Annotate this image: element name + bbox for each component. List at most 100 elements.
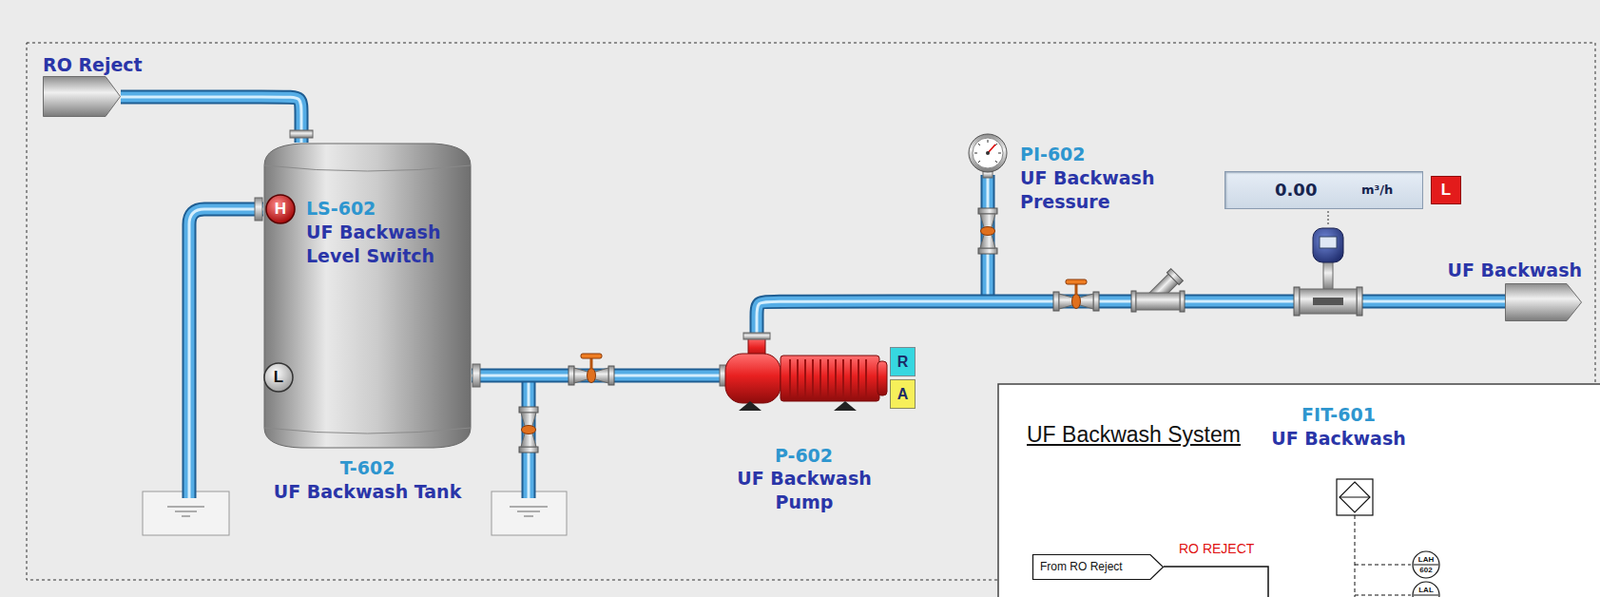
pipe-body — [120, 96, 302, 143]
status-letter: H — [265, 193, 296, 225]
pipe-body — [189, 209, 264, 499]
meter-neck — [1323, 261, 1333, 290]
gauge-valve — [978, 208, 998, 254]
transmitter-display — [1319, 236, 1337, 249]
pump-casing — [725, 353, 781, 404]
instrument-name: UF Backwash — [1267, 426, 1410, 451]
discharge-flange — [743, 332, 771, 340]
instrument-tag: LAL — [1411, 585, 1441, 595]
instrument-tag: FIT-601 — [1267, 403, 1410, 426]
motor-ribs — [790, 359, 867, 398]
off-page-connector: From RO Reject — [1032, 554, 1164, 580]
transmitter-head — [1312, 228, 1344, 263]
inset-panel — [998, 384, 1600, 597]
pipe-end-arrow: UF Backwash — [1504, 283, 1582, 322]
symbol-box — [1336, 479, 1373, 516]
hand-valve — [568, 353, 615, 386]
node-shape — [42, 76, 121, 117]
level-switch-low: L — [263, 362, 294, 393]
storage-tank: T-602UF Backwash TankHL — [263, 142, 472, 449]
bubble-outline — [1412, 551, 1440, 579]
instrument-tag: PI-602 — [1020, 142, 1086, 166]
node-shape — [263, 142, 472, 449]
centrifugal-pump: P-602UF Backwash Pump — [719, 332, 888, 411]
strainer-body — [1136, 292, 1180, 310]
equipment-tag: T-602 — [234, 456, 501, 480]
strainer-flange — [1131, 290, 1137, 312]
equipment-tag: P-602 — [706, 443, 902, 467]
nozzle-flange — [472, 364, 481, 387]
strainer-flange — [1179, 290, 1185, 312]
level-instrument-symbol — [1336, 479, 1373, 516]
pump-feet — [738, 401, 857, 411]
panel-title: UF Backwash System — [1026, 422, 1241, 448]
nozzle-flange — [254, 197, 263, 221]
meter-flange — [1356, 287, 1363, 316]
symbol-diamond — [1339, 481, 1370, 513]
symbol-bar — [1339, 497, 1370, 499]
pipe-end-shape — [1505, 284, 1582, 322]
switch-ball — [264, 363, 293, 392]
instrument-bubble: LAL — [1411, 580, 1441, 597]
water-symbol — [509, 506, 548, 517]
bubble-outline — [1412, 581, 1440, 597]
alarm-indicator: L — [1430, 175, 1462, 205]
water-symbol — [167, 506, 205, 517]
gauge-rim — [968, 134, 1007, 173]
status-letter: L — [263, 362, 294, 393]
level-switch-high: H — [265, 193, 296, 225]
pipe-outline — [120, 96, 302, 143]
pipe-highlight — [189, 209, 264, 499]
drain-valve — [519, 406, 539, 453]
hand-valve — [1053, 279, 1099, 311]
connector-text: From RO Reject — [1040, 554, 1123, 580]
overflow-pipe — [189, 209, 264, 499]
flow-display: 0.00 m³/h — [1224, 171, 1424, 210]
instrument-tag: LAH — [1411, 555, 1441, 564]
auto-indicator: A — [889, 379, 916, 409]
switch-ball — [266, 194, 295, 224]
signal-leader — [1328, 211, 1330, 227]
instrument-number: 602 — [1411, 565, 1441, 575]
tank-rim — [264, 165, 471, 172]
bubble-divider — [1413, 595, 1439, 597]
pressure-gauge — [968, 134, 1007, 178]
gauge-face — [972, 137, 1003, 169]
pump-motor — [780, 355, 880, 402]
flow-value: 0.00 — [1274, 179, 1317, 201]
flow-meter — [1293, 261, 1363, 316]
inset-panel: UF Backwash SystemFrom RO RejectLAH602LA… — [998, 384, 1600, 597]
bubble-divider — [1413, 564, 1439, 566]
flow-transmitter — [1312, 228, 1344, 263]
strainer-cap — [1166, 269, 1183, 286]
status-letter: A — [890, 380, 915, 408]
meter-flange — [1293, 287, 1300, 316]
status-letter: R — [890, 347, 915, 376]
process-pipe — [120, 96, 302, 143]
pipe-end-shape — [43, 77, 121, 117]
equipment-name: UF Backwash Pump — [728, 466, 881, 515]
tank-rim — [264, 427, 471, 434]
process-line — [1163, 566, 1269, 597]
equipment-name: UF Backwash Tank — [234, 480, 501, 504]
gauge-hub — [985, 151, 990, 155]
pipe-end-label: RO Reject — [42, 53, 143, 78]
meter-body — [1299, 289, 1357, 314]
gauge-ticks — [974, 139, 1002, 163]
node-shape — [719, 332, 888, 411]
status-letter: L — [1431, 176, 1461, 204]
pipe-end-arrow: RO Reject — [42, 76, 121, 117]
pipe-highlight — [120, 96, 302, 143]
unit-label: m³/h — [1361, 182, 1393, 198]
motor-cap — [877, 361, 887, 396]
y-strainer — [1131, 269, 1185, 312]
pipe-outline — [189, 209, 264, 499]
tank-shell — [264, 143, 471, 448]
run-indicator: R — [889, 346, 916, 377]
nozzle-flange — [289, 130, 313, 138]
instrument-name: UF Backwash Pressure — [1020, 166, 1163, 214]
instrument-bubble: LAH602 — [1411, 550, 1441, 579]
node-shape — [1411, 550, 1441, 579]
pipe-end-label: UF Backwash — [1447, 258, 1582, 283]
